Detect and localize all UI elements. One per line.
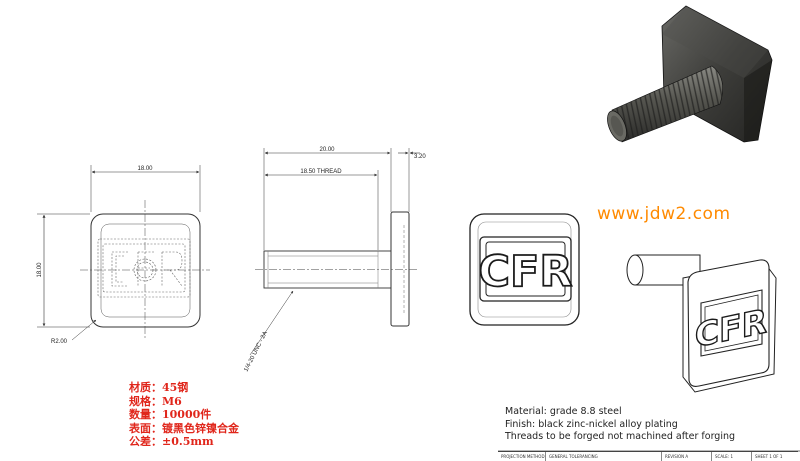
- thread-length-label: 18.50 THREAD: [300, 169, 342, 175]
- logo-face-view: CFR: [469, 213, 580, 326]
- spec-row: 规格：M6: [129, 395, 239, 409]
- spec-value: ±0.5mm: [162, 435, 214, 449]
- spec-value: 45钢: [162, 381, 189, 394]
- spec-value: 镀黑色锌镍合金: [162, 421, 239, 435]
- spec-label: 公差：: [129, 435, 162, 449]
- watermark-url: www.jdw2.com: [597, 204, 731, 224]
- spec-label: 数量：: [129, 408, 162, 422]
- spec-row: 数量：10000件: [129, 408, 239, 422]
- spec-row: 表面：镀黑色锌镍合金: [129, 422, 239, 436]
- drawing-notes: Material: grade 8.8 steel Finish: black …: [505, 406, 735, 444]
- spec-label: 表面：: [129, 421, 162, 435]
- note-material: Material: grade 8.8 steel: [505, 406, 622, 417]
- spec-row: 公差：±0.5mm: [129, 435, 239, 449]
- iso-view-render: [607, 5, 773, 143]
- note-threads: Threads to be forged not machined after …: [505, 431, 736, 442]
- title-cell: SHEET 1 OF 1: [755, 454, 783, 459]
- spec-value: 10000件: [162, 408, 212, 422]
- front-view: 18.00 18.00 R2.00: [37, 165, 210, 345]
- spec-label: 规格：: [129, 394, 162, 408]
- note-finish: Finish: black zinc-nickel alloy plating: [505, 418, 678, 430]
- title-cell: REVISION A: [662, 452, 712, 461]
- spec-value: M6: [162, 394, 182, 408]
- title-cell: GENERAL TOLERANCING: [546, 452, 662, 461]
- iso-view-logo: CFR: [626, 254, 777, 393]
- spec-label: 材质：: [129, 381, 162, 394]
- corner-radius-label: R2.00: [51, 339, 68, 345]
- spec-list: 材质：45钢 规格：M6 数量：10000件 表面：镀黑色锌镍合金 公差：±0.…: [129, 381, 239, 449]
- thread-callout-label: 1/4-20 UNC - 2A: [243, 331, 268, 373]
- front-width-label: 18.00: [137, 166, 153, 172]
- logo-text: CFR: [478, 247, 572, 297]
- length-label: 20.00: [319, 147, 335, 153]
- title-block: PROJECTION METHOD GENERAL TOLERANCING RE…: [498, 451, 798, 461]
- title-cell: PROJECTION METHOD: [498, 452, 546, 461]
- side-view: 20.00 18.50 THREAD 3.20 1/4-20 UNC - 2A: [243, 147, 426, 373]
- title-cell: SCALE: 1: [712, 452, 752, 461]
- head-thickness-label: 3.20: [414, 154, 426, 160]
- front-height-label: 18.00: [37, 262, 43, 278]
- spec-row: 材质：45钢: [129, 381, 239, 395]
